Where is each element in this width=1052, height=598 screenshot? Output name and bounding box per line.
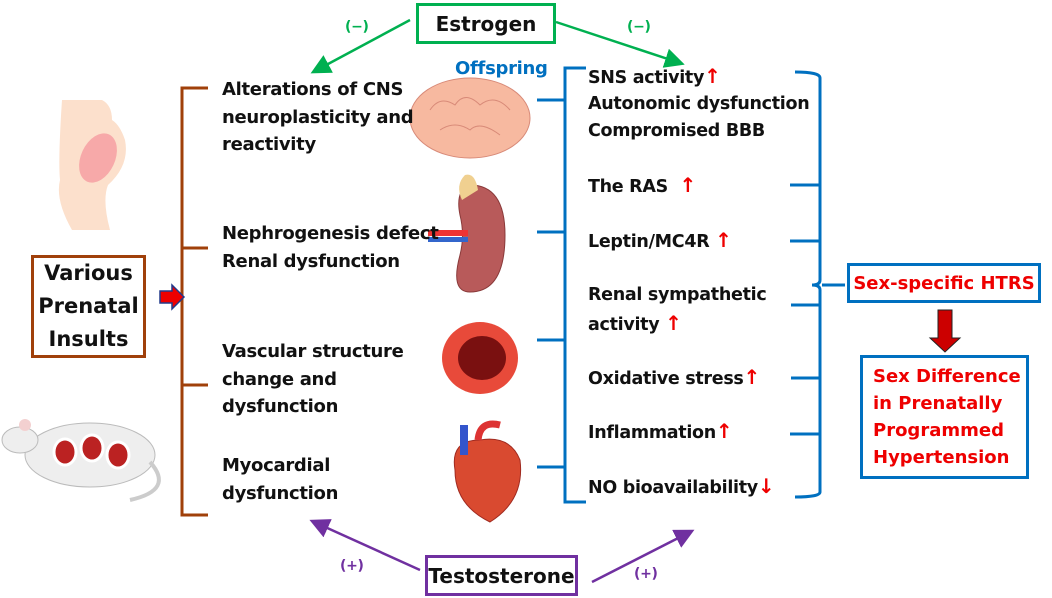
testosterone-effect-left: (+)	[340, 558, 364, 574]
kidney-illustration	[428, 174, 506, 293]
estrogen-effect-right: (−)	[627, 19, 651, 35]
right-item-renal-sympathetic: Renal sympathetic	[588, 285, 767, 305]
up-arrow-icon: ↑	[679, 173, 696, 197]
right-item-activity: activity ↑	[588, 311, 682, 335]
testosterone-arrow-right	[591, 529, 695, 584]
brown-bracket	[180, 86, 208, 517]
blood-vessel-illustration	[442, 322, 518, 394]
estrogen-effect-left: (−)	[345, 19, 369, 35]
right-item-bbb: Compromised BBB	[588, 121, 765, 141]
offspring-label: Offspring	[455, 58, 548, 79]
up-arrow-icon: ↑	[715, 419, 733, 443]
heart-illustration	[453, 420, 522, 523]
testosterone-arrow-left	[309, 519, 421, 572]
up-arrow-icon: ↑	[743, 365, 761, 389]
right-item-ras: The RAS ↑	[588, 173, 696, 197]
blue-right-bracket	[790, 70, 845, 499]
insult-arrow	[159, 283, 186, 311]
estrogen-arrow-left	[310, 18, 411, 74]
estrogen-box: Estrogen	[416, 3, 556, 44]
down-arrow-icon: ↓	[757, 474, 775, 498]
pregnant-woman-illustration	[58, 100, 126, 230]
right-item-oxidative: Oxidative stress↑	[588, 365, 761, 389]
up-arrow-icon: ↑	[704, 64, 721, 88]
right-item-sns: SNS activity↑	[588, 64, 721, 88]
sex-specific-htrs-box: Sex-specific HTRS	[847, 263, 1041, 303]
right-item-autonomic: Autonomic dysfunction	[588, 94, 810, 114]
right-item-no: NO bioavailability↓	[588, 474, 775, 498]
up-arrow-icon: ↑	[665, 311, 682, 335]
right-item-leptin: Leptin/MC4R ↑	[588, 228, 732, 252]
pregnant-rat-illustration	[1, 419, 161, 502]
up-arrow-icon: ↑	[715, 228, 732, 252]
testosterone-effect-right: (+)	[634, 566, 658, 582]
brain-illustration	[409, 77, 531, 159]
down-arrow	[928, 309, 962, 353]
testosterone-box: Testosterone	[425, 555, 578, 596]
right-item-inflammation: Inflammation↑	[588, 419, 733, 443]
estrogen-arrow-right	[555, 20, 685, 68]
blue-left-bracket	[537, 66, 586, 504]
